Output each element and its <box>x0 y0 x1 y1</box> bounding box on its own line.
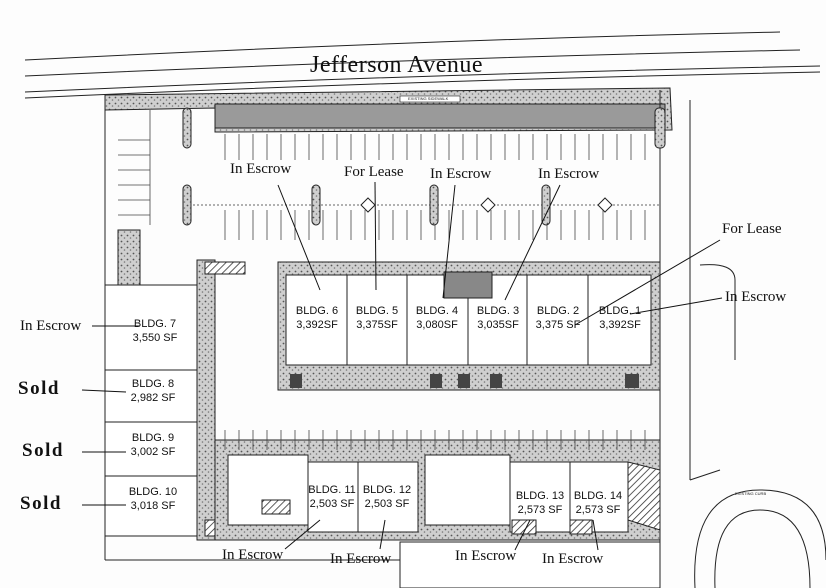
status-bldg1: In Escrow <box>725 289 787 305</box>
status-bldg11: In Escrow <box>222 547 284 563</box>
south-building-block <box>214 439 661 541</box>
status-bldg3: In Escrow <box>538 166 600 182</box>
status-bldg13: In Escrow <box>455 548 517 564</box>
west-parking-stalls <box>118 110 151 225</box>
central-building-block <box>277 261 661 391</box>
status-bldg12: In Escrow <box>330 551 392 567</box>
curb-note-right: EXISTING CURB <box>735 491 766 496</box>
status-bldg2: For Lease <box>722 221 782 237</box>
street-lines <box>24 31 821 99</box>
status-bldg7: In Escrow <box>20 318 82 334</box>
street-name: Jefferson Avenue <box>310 52 484 78</box>
status-bldg8: Sold <box>18 378 60 399</box>
status-bldg9: Sold <box>22 440 64 461</box>
status-bldg6: In Escrow <box>230 161 292 177</box>
status-bldg5: For Lease <box>344 164 404 180</box>
south-parking-stalls <box>224 430 646 450</box>
north-parking-stalls <box>224 134 646 160</box>
bottom-structure <box>399 541 661 588</box>
status-bldg14: In Escrow <box>542 551 604 567</box>
top-curb-strip <box>104 87 673 133</box>
parking-median <box>182 107 666 226</box>
status-bldg4: In Escrow <box>430 166 492 182</box>
east-driveway <box>689 264 826 588</box>
corner-landscape <box>627 461 661 531</box>
leader-lines <box>81 181 723 551</box>
status-bldg10: Sold <box>20 493 62 514</box>
curb-note: EXISTING SIDEWALK <box>408 96 449 101</box>
